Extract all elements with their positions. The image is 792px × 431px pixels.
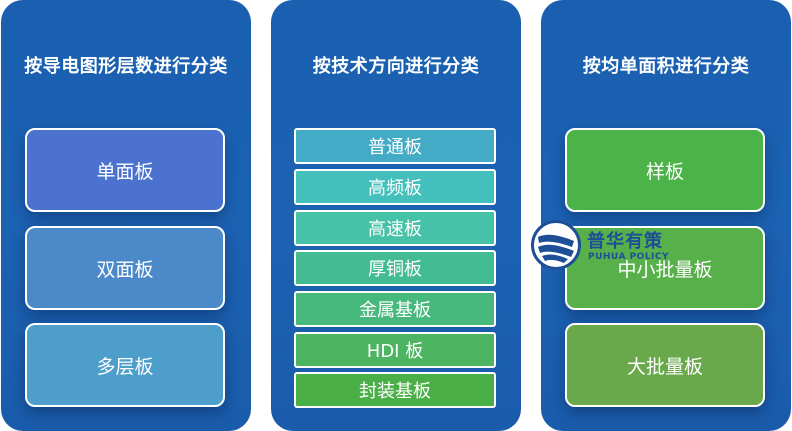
category-box: 封装基板 xyxy=(294,372,496,408)
panel-unit-area: 按均单面积进行分类 样板 中小批量板 大批量板 xyxy=(541,0,791,431)
watermark-name-cn: 普华有策 xyxy=(587,231,663,252)
watermark-name-en: PUHUA POLICY xyxy=(588,252,670,262)
category-box: 多层板 xyxy=(25,323,225,407)
category-box: 双面板 xyxy=(25,226,225,310)
panel-title: 按技术方向进行分类 xyxy=(312,56,480,77)
category-box: HDI 板 xyxy=(294,332,496,368)
watermark-logo: 普华有策 PUHUA POLICY xyxy=(531,220,681,276)
category-box: 普通板 xyxy=(294,128,496,164)
category-box: 样板 xyxy=(565,128,765,212)
category-box: 中小批量板 xyxy=(565,226,765,310)
category-box: 大批量板 xyxy=(565,323,765,407)
category-box: 高频板 xyxy=(294,169,496,205)
panel-title: 按导电图形层数进行分类 xyxy=(24,56,228,77)
category-box: 金属基板 xyxy=(294,291,496,327)
category-box: 单面板 xyxy=(25,128,225,212)
category-box: 高速板 xyxy=(294,210,496,246)
panel-layer-count: 按导电图形层数进行分类 单面板 双面板 多层板 xyxy=(1,0,251,431)
puhua-logo-icon xyxy=(531,220,581,270)
panel-title: 按均单面积进行分类 xyxy=(582,56,750,77)
category-box: 厚铜板 xyxy=(294,250,496,286)
panel-technology: 按技术方向进行分类 普通板 高频板 高速板 厚铜板 金属基板 HDI 板 封装基… xyxy=(271,0,521,431)
